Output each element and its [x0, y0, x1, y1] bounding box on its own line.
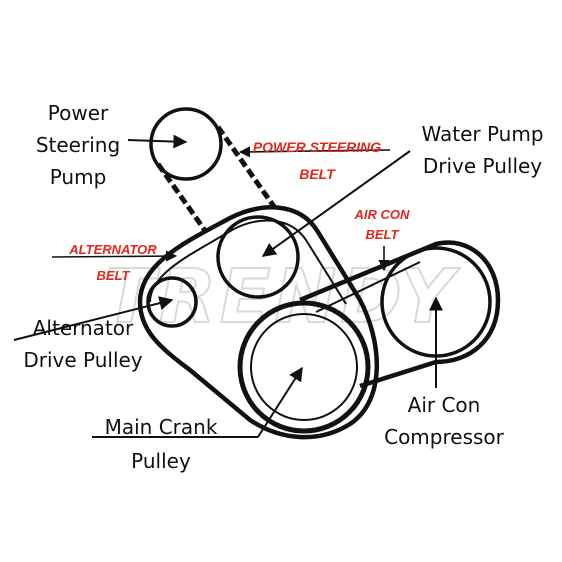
label-alternator-drive-pulley: Alternator Drive Pulley [8, 312, 158, 376]
label-power-steering-pump: Power Steering Pump [28, 97, 128, 193]
label-main-crank-line2: Pulley [131, 449, 191, 473]
alternator-drive-pulley [146, 276, 198, 328]
label-alternator-belt-line1: ALTERNATOR [69, 242, 157, 257]
arrow-power-steering-pump [127, 134, 188, 149]
alternator-belt-inner [149, 219, 347, 305]
arrow-water-pump [261, 150, 411, 257]
label-alternator-line2: Drive Pulley [23, 348, 143, 372]
label-water-pump-line1: Water Pump [421, 122, 544, 146]
power-steering-belt-right [215, 125, 278, 210]
label-water-pump-drive-pulley: Water Pump Drive Pulley [410, 118, 555, 182]
label-alternator-belt-line2: BELT [96, 268, 130, 283]
label-alternator-belt: ALTERNATOR BELT [52, 237, 174, 289]
label-power-steering-belt-line1: POWER STEERING [252, 139, 382, 155]
arrow-power-steering-belt [238, 146, 391, 158]
water-pump-drive-pulley [216, 215, 300, 299]
label-air-con-compressor: Air Con Compressor [370, 389, 518, 453]
power-steering-belt-left [155, 162, 209, 234]
main-crank-pulley-inner [250, 313, 358, 421]
arrow-alternator-belt [51, 250, 178, 262]
arrow-main-crank-diagonal [257, 366, 303, 438]
power-steering-pump-pulley [149, 107, 223, 181]
label-power-steering-belt-line2: BELT [299, 166, 335, 182]
label-air-con-compressor-line1: Air Con [407, 393, 481, 417]
air-con-belt [299, 240, 501, 389]
label-air-con-belt: AIR CON BELT [336, 205, 428, 245]
label-air-con-belt-line1: AIR CON [354, 207, 410, 222]
arrow-alternator-pulley [13, 296, 174, 341]
label-main-crank-pulley: Main Crank Pulley [90, 410, 232, 478]
label-power-steering-pump-line3: Pump [49, 165, 107, 189]
label-alternator-line1: Alternator [32, 316, 134, 340]
label-power-steering-pump-line2: Steering [35, 133, 121, 157]
alternator-belt [137, 205, 380, 440]
label-power-steering-pump-line1: Power [47, 101, 109, 125]
main-crank-pulley-outer [237, 300, 371, 434]
label-water-pump-line2: Drive Pulley [422, 154, 543, 178]
air-con-belt-inner [315, 261, 421, 313]
label-air-con-compressor-line2: Compressor [384, 425, 504, 449]
label-air-con-belt-line2: BELT [365, 227, 399, 242]
label-main-crank-line1: Main Crank [104, 415, 218, 439]
label-power-steering-belt: POWER STEERING BELT [238, 134, 396, 188]
